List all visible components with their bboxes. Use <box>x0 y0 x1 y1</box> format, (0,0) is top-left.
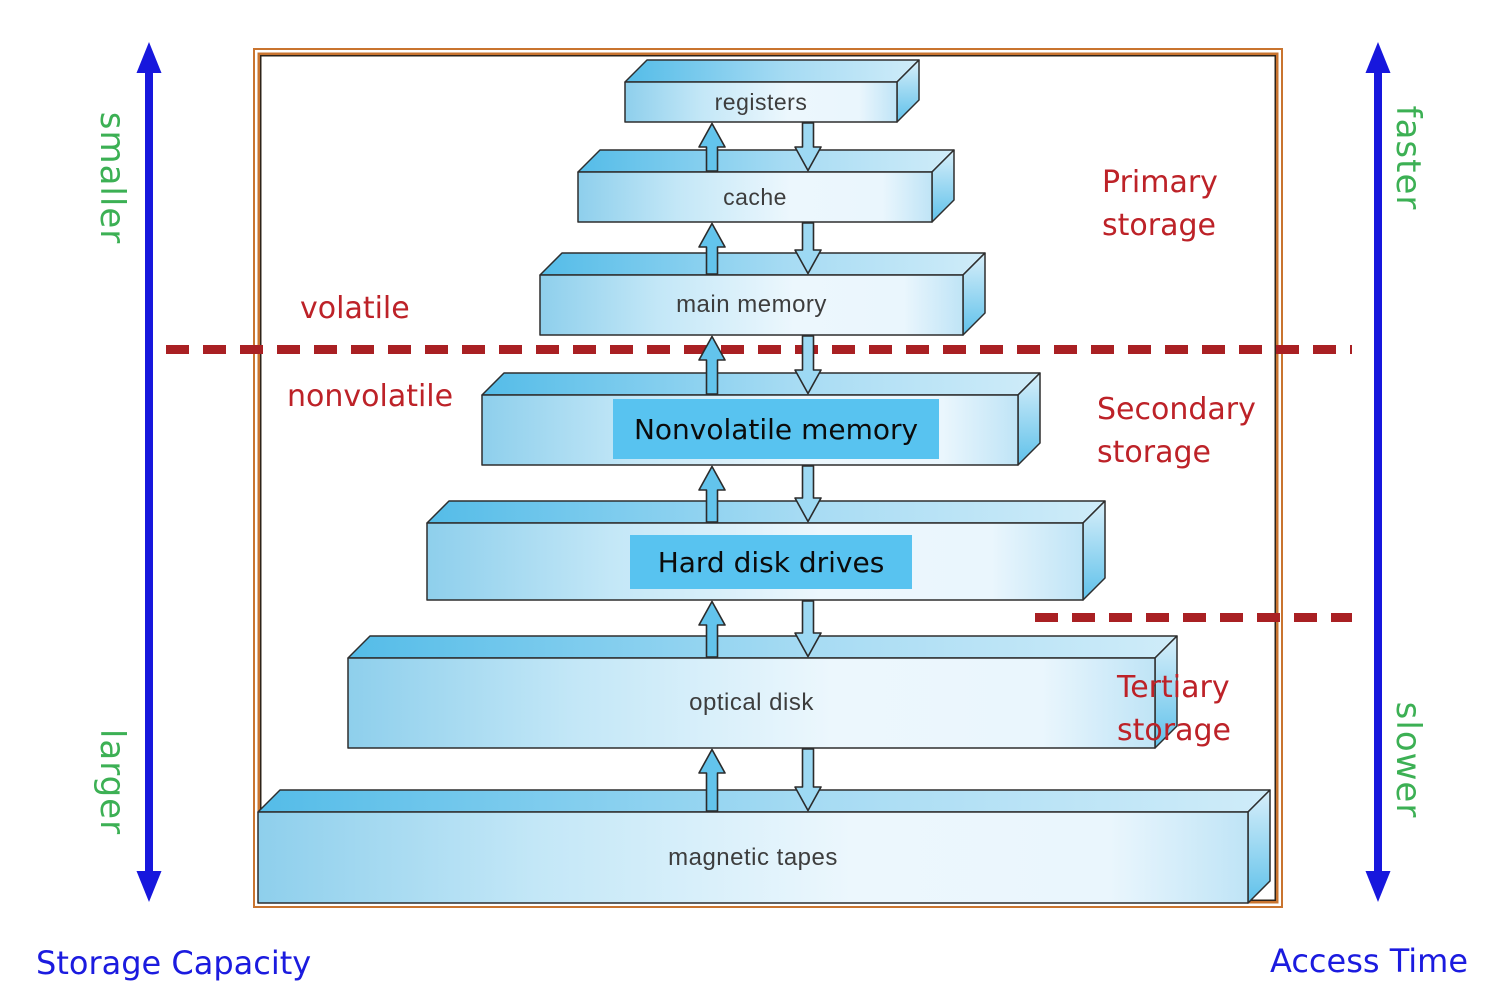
cache-3d-box <box>577 149 955 223</box>
down-arrow-optical-to-tapes <box>794 748 822 812</box>
down-arrow-cache-to-main-memory <box>794 222 822 275</box>
primary-storage-label: Primary storage <box>1102 165 1218 243</box>
magnetic-tapes-3d-box <box>257 789 1271 904</box>
level-registers: registers <box>624 59 920 123</box>
level-label: magnetic tapes <box>668 843 838 871</box>
registers-3d-box <box>624 59 920 123</box>
up-arrow-nonvolatile-to-main-memory <box>698 335 726 395</box>
nonvolatile-memory-highlight-label: Nonvolatile memory <box>613 399 939 459</box>
up-arrow-cache-to-registers <box>698 122 726 172</box>
main-memory-3d-box <box>539 252 986 336</box>
nonvolatile-label: nonvolatile <box>287 379 454 414</box>
optical-disk-3d-box <box>347 635 1178 749</box>
secondary-tertiary-divider-line <box>1035 613 1352 622</box>
volatile-nonvolatile-divider-line <box>166 345 1352 354</box>
level-magnetic-tapes: magnetic tapes <box>257 789 1271 904</box>
level-hard-disk-drives: Hard disk drives <box>426 500 1106 601</box>
up-arrow-hdd-to-nonvolatile <box>698 465 726 523</box>
storage-capacity-axis-arrow <box>136 42 162 902</box>
up-arrow-tapes-to-optical <box>698 748 726 812</box>
level-label: main memory <box>676 291 827 318</box>
level-main-memory: main memory <box>539 252 986 336</box>
level-label: optical disk <box>689 689 814 716</box>
hard-disk-drives-highlight-label: Hard disk drives <box>630 535 912 589</box>
down-arrow-registers-to-cache <box>794 122 822 172</box>
larger-axis-label: larger <box>92 728 132 836</box>
level-label: registers <box>714 88 808 115</box>
diagram-frame <box>253 48 1283 908</box>
level-optical-disk: optical disk <box>347 635 1178 749</box>
level-label: cache <box>723 183 787 210</box>
secondary-storage-label: Secondary storage <box>1097 392 1256 470</box>
level-nonvolatile-memory: Nonvolatile memory <box>481 372 1041 466</box>
down-arrow-hdd-to-optical <box>794 600 822 658</box>
volatile-label: volatile <box>300 291 410 326</box>
down-arrow-nonvolatile-to-hdd <box>794 465 822 523</box>
access-time-axis-arrow <box>1365 42 1391 902</box>
smaller-axis-label: smaller <box>92 111 132 245</box>
storage-capacity-title: Storage Capacity <box>36 944 312 982</box>
access-time-title: Access Time <box>1270 942 1469 980</box>
up-arrow-main-memory-to-cache <box>698 222 726 275</box>
down-arrow-main-memory-to-nonvolatile <box>794 335 822 395</box>
tertiary-storage-label: Tertiary storage <box>1117 670 1231 748</box>
level-cache: cache <box>577 149 955 223</box>
up-arrow-optical-to-hdd <box>698 600 726 658</box>
